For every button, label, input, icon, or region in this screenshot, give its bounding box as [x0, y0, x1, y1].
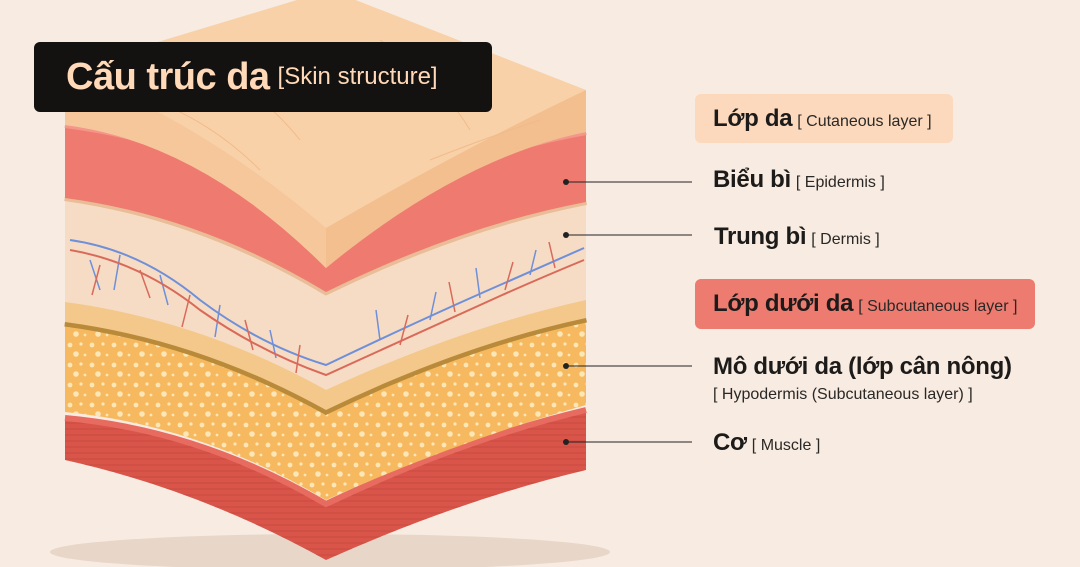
epidermis-label-main: Biểu bì	[713, 166, 791, 193]
hypodermis-label: Mô dưới da (lớp cân nông)	[713, 353, 1012, 381]
muscle-label-main: Cơ	[713, 429, 747, 456]
subcutaneous-label-sub: [ Subcutaneous layer ]	[858, 298, 1018, 315]
hypodermis-label-sub: [ Hypodermis (Subcutaneous layer) ]	[713, 386, 973, 403]
cutaneous-label-main: Lớp da	[713, 104, 793, 132]
dermis-label-main: Trung bì	[714, 223, 807, 250]
muscle-layer	[64, 407, 587, 560]
epidermis-label: Biểu bì[ Epidermis ]	[713, 166, 885, 194]
connector-lines	[563, 179, 692, 445]
title-box: Cấu trúc da [Skin structure]	[34, 42, 492, 112]
muscle-label-sub: [ Muscle ]	[751, 437, 821, 454]
dermis-label: Trung bì[ Dermis ]	[714, 223, 880, 251]
title-sub: [Skin structure]	[277, 63, 438, 90]
subcutaneous-label-main: Lớp dưới da	[713, 290, 854, 317]
cutaneous-label-sub: [ Cutaneous layer ]	[797, 112, 932, 130]
muscle-label: Cơ[ Muscle ]	[713, 429, 820, 457]
epidermis-label-sub: [ Epidermis ]	[795, 174, 885, 191]
dermis-label-sub: [ Dermis ]	[811, 231, 880, 248]
hypodermis-label-main: Mô dưới da (lớp cân nông)	[713, 353, 1012, 380]
title-main: Cấu trúc da	[66, 55, 270, 98]
subcutaneous-group-label: Lớp dưới da[ Subcutaneous layer ]	[695, 279, 1035, 329]
cutaneous-group-label: Lớp da[ Cutaneous layer ]	[695, 94, 953, 143]
